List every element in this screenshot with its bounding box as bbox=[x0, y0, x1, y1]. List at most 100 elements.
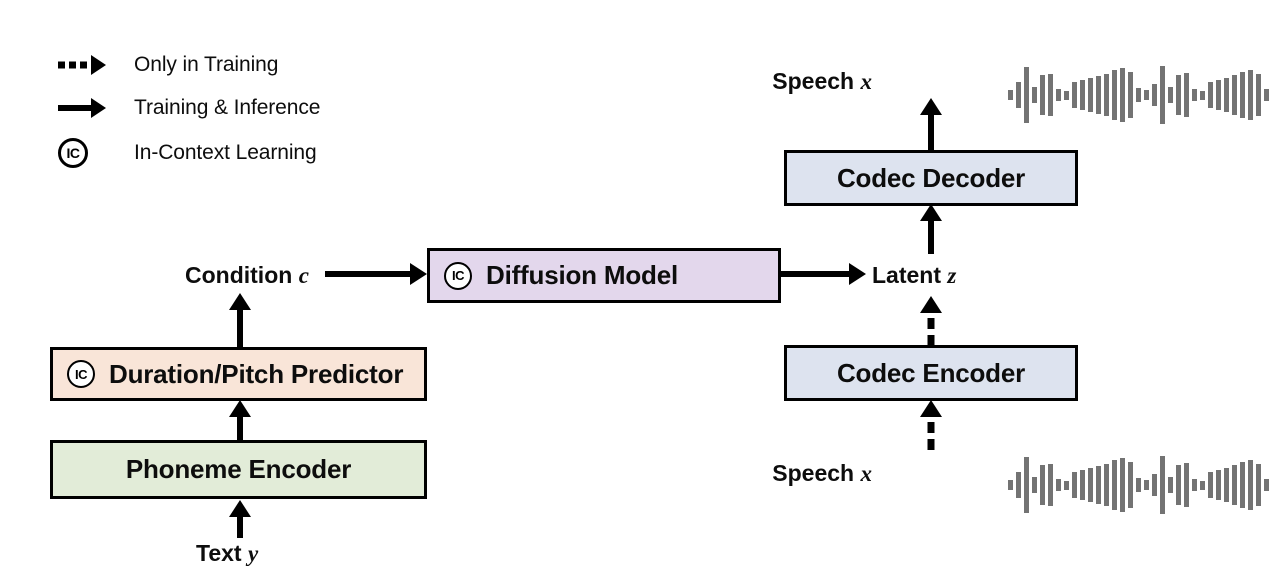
waveform-bar bbox=[1232, 75, 1237, 115]
waveform-bar bbox=[1008, 90, 1013, 100]
waveform-bar bbox=[1240, 72, 1245, 118]
waveform-bar bbox=[1128, 462, 1133, 508]
waveform-bar bbox=[1088, 78, 1093, 112]
ic-badge-text: IC bbox=[58, 138, 88, 168]
waveform-bar bbox=[1152, 474, 1157, 496]
waveform-bar bbox=[1032, 477, 1037, 493]
label-latent-word: Latent bbox=[872, 262, 948, 288]
waveform-bar bbox=[1120, 458, 1125, 512]
waveform-bar bbox=[1216, 470, 1221, 500]
waveform-bar bbox=[1024, 67, 1029, 123]
waveform-bar bbox=[1168, 87, 1173, 103]
waveform-bar bbox=[1064, 480, 1069, 490]
waveform-bar bbox=[1264, 479, 1269, 491]
label-speech-input: Speech x bbox=[772, 460, 872, 487]
label-speech-output: Speech x bbox=[772, 68, 872, 95]
waveform-bar bbox=[1264, 89, 1269, 101]
waveform-bar bbox=[1184, 73, 1189, 117]
node-phoneme-encoder-label: Phoneme Encoder bbox=[125, 454, 352, 484]
waveform-bar bbox=[1136, 88, 1141, 102]
speech-waveform-output bbox=[1008, 60, 1269, 130]
node-codec-encoder[interactable]: Codec Encoder bbox=[784, 345, 1078, 401]
arrow-latent-to-codec-decoder bbox=[919, 204, 943, 254]
waveform-bar bbox=[1008, 480, 1013, 490]
legend-item-only-in-training: Only in Training bbox=[58, 52, 278, 78]
label-latent-var: z bbox=[947, 263, 957, 288]
waveform-bar bbox=[1136, 478, 1141, 492]
label-condition-word: Condition bbox=[185, 262, 299, 288]
waveform-bar bbox=[1168, 477, 1173, 493]
waveform-bar bbox=[1208, 82, 1213, 108]
waveform-bar bbox=[1040, 465, 1045, 505]
waveform-bar bbox=[1080, 470, 1085, 500]
arrow-phoneme-encoder-to-duration-pitch-predictor bbox=[228, 400, 252, 440]
waveform-bar bbox=[1024, 457, 1029, 513]
arrow-speech-input-to-codec-encoder-dashed bbox=[919, 400, 943, 454]
waveform-bar bbox=[1056, 89, 1061, 101]
waveform-bar bbox=[1152, 84, 1157, 106]
waveform-bar bbox=[1056, 479, 1061, 491]
legend-label-only-in-training: Only in Training bbox=[134, 53, 279, 76]
waveform-bar bbox=[1088, 468, 1093, 502]
diffusion-model-ic-badge-icon: IC bbox=[444, 261, 472, 290]
waveform-bar bbox=[1104, 464, 1109, 506]
waveform-bar bbox=[1072, 82, 1077, 108]
waveform-bar bbox=[1128, 72, 1133, 118]
waveform-bar bbox=[1216, 80, 1221, 110]
waveform-bar bbox=[1192, 479, 1197, 491]
label-speech-input-var: x bbox=[860, 461, 873, 486]
waveform-bar bbox=[1016, 472, 1021, 498]
label-speech-output-word: Speech bbox=[772, 68, 861, 94]
waveform-bar bbox=[1200, 480, 1205, 490]
waveform-bar bbox=[1240, 462, 1245, 508]
waveform-bar bbox=[1232, 465, 1237, 505]
waveform-bar bbox=[1104, 74, 1109, 116]
node-diffusion-model[interactable]: IC Diffusion Model bbox=[427, 248, 781, 303]
arrow-text-to-phoneme-encoder bbox=[228, 500, 252, 538]
speech-waveform-input bbox=[1008, 450, 1269, 520]
arrow-diffusion-model-to-latent bbox=[781, 262, 866, 286]
ic-badge-icon: IC bbox=[58, 138, 120, 168]
legend-item-in-context-learning: IC In-Context Learning bbox=[58, 138, 317, 168]
label-speech-output-var: x bbox=[860, 69, 873, 94]
waveform-bar bbox=[1096, 466, 1101, 504]
node-phoneme-encoder[interactable]: Phoneme Encoder bbox=[50, 440, 427, 499]
label-text-input: Text y bbox=[196, 540, 258, 567]
label-speech-input-word: Speech bbox=[772, 460, 861, 486]
waveform-bar bbox=[1256, 464, 1261, 506]
waveform-bar bbox=[1256, 74, 1261, 116]
label-text-input-word: Text bbox=[196, 540, 248, 566]
waveform-bar bbox=[1248, 70, 1253, 120]
legend-label-in-context-learning: In-Context Learning bbox=[134, 141, 317, 164]
node-diffusion-model-label: Diffusion Model bbox=[486, 260, 678, 290]
legend-label-training-and-inference: Training & Inference bbox=[134, 96, 321, 119]
waveform-bar bbox=[1208, 472, 1213, 498]
legend-item-training-and-inference: Training & Inference bbox=[58, 95, 320, 121]
waveform-bar bbox=[1224, 468, 1229, 502]
dashed-arrow-icon bbox=[58, 52, 120, 78]
label-condition: Condition c bbox=[185, 262, 309, 289]
label-text-input-var: y bbox=[247, 541, 259, 566]
waveform-bar bbox=[1200, 90, 1205, 100]
waveform-bar bbox=[1184, 463, 1189, 507]
label-condition-var: c bbox=[298, 263, 309, 288]
waveform-bar bbox=[1144, 90, 1149, 100]
label-latent: Latent z bbox=[872, 262, 956, 289]
arrow-codec-decoder-to-speech-output bbox=[919, 98, 943, 152]
node-duration-pitch-predictor-label: Duration/Pitch Predictor bbox=[109, 358, 404, 389]
waveform-bar bbox=[1112, 460, 1117, 510]
waveform-bar bbox=[1176, 75, 1181, 115]
solid-arrow-icon bbox=[58, 95, 120, 121]
waveform-bar bbox=[1160, 456, 1165, 514]
waveform-bar bbox=[1080, 80, 1085, 110]
waveform-bar bbox=[1040, 75, 1045, 115]
node-duration-pitch-predictor[interactable]: IC Duration/Pitch Predictor bbox=[50, 347, 427, 401]
waveform-bar bbox=[1144, 480, 1149, 490]
node-codec-decoder[interactable]: Codec Decoder bbox=[784, 150, 1078, 206]
waveform-bar bbox=[1248, 460, 1253, 510]
waveform-bar bbox=[1016, 82, 1021, 108]
waveform-bar bbox=[1064, 90, 1069, 100]
waveform-bar bbox=[1048, 74, 1053, 116]
waveform-bar bbox=[1192, 89, 1197, 101]
